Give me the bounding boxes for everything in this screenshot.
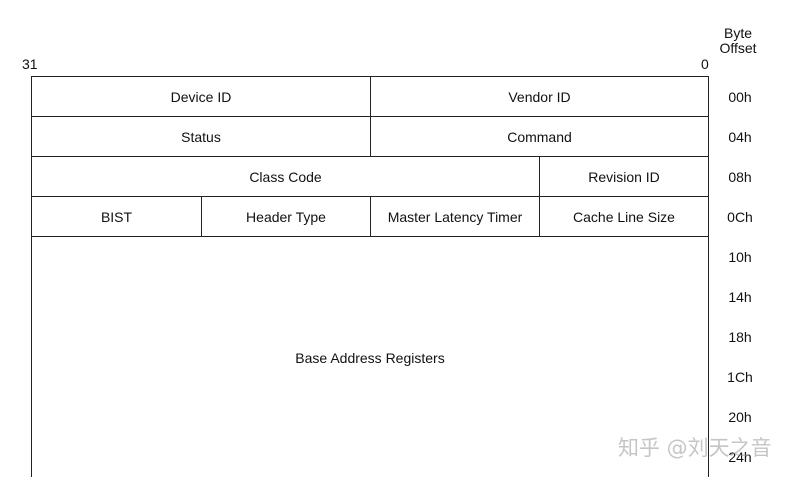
offset-label: 0Ch xyxy=(727,209,753,225)
register-row-0ch: BIST Header Type Master Latency Timer Ca… xyxy=(32,197,708,237)
register-row-08h: Class Code Revision ID xyxy=(32,157,708,197)
offset-label: 00h xyxy=(728,89,752,105)
offset-label: 14h xyxy=(728,289,752,305)
offset-label: 20h xyxy=(728,409,752,425)
bist-cell: BIST xyxy=(32,197,202,236)
header-type-cell: Header Type xyxy=(202,197,371,236)
offset-label: 1Ch xyxy=(727,369,753,385)
offset-label: 04h xyxy=(728,129,752,145)
zhihu-watermark: 知乎 @刘天之音 xyxy=(618,436,772,460)
bit-31-label: 31 xyxy=(22,56,38,72)
class-code-cell: Class Code xyxy=(32,157,540,196)
cache-line-size-cell: Cache Line Size xyxy=(573,208,675,225)
status-cell: Status xyxy=(32,117,371,156)
command-cell: Command xyxy=(507,128,572,145)
device-id-cell: Device ID xyxy=(32,77,371,116)
offset-label: 18h xyxy=(728,329,752,345)
register-row-04h: Status Command xyxy=(32,117,708,157)
offset-label: Offset xyxy=(719,40,757,56)
offset-label: 24h xyxy=(728,449,752,465)
byte-label: Byte xyxy=(723,25,752,41)
offset-label: 08h xyxy=(728,169,752,185)
config-header-table: Device ID Vendor ID Status Command Class… xyxy=(31,76,709,477)
base-address-registers-cell: Base Address Registers xyxy=(295,349,445,366)
offset-label: 10h xyxy=(728,249,752,265)
vendor-id-cell: Vendor ID xyxy=(508,88,571,105)
bit-0-label: 0 xyxy=(701,56,709,72)
revision-id-cell: Revision ID xyxy=(588,168,660,185)
byte-offset-header: Byte Offset xyxy=(712,26,764,56)
master-latency-timer-cell: Master Latency Timer xyxy=(371,197,540,236)
register-row-00h: Device ID Vendor ID xyxy=(32,77,708,117)
